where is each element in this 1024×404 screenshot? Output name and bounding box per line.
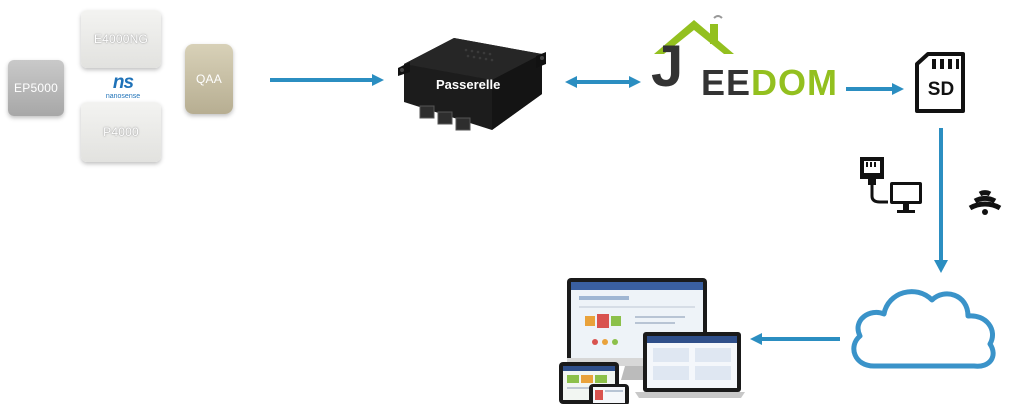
monitor-icon bbox=[870, 182, 922, 213]
jeedom-letter-j: J bbox=[651, 34, 684, 99]
jeedom-house-icon bbox=[654, 15, 734, 54]
sensor-e4000ng: E4000NG bbox=[81, 10, 161, 68]
wifi-icon bbox=[968, 190, 1002, 215]
arrow-jeedom-to-sd bbox=[846, 83, 904, 95]
arrow-sensors-to-gateway bbox=[270, 74, 384, 86]
sd-card-icon bbox=[915, 52, 965, 113]
jeedom-text-ee: EE bbox=[701, 62, 752, 103]
nanosense-logo-text: nanosense bbox=[105, 93, 141, 100]
nanosense-logo: ns nanosense bbox=[98, 72, 148, 104]
arrow-gateway-jeedom bbox=[565, 76, 641, 88]
cloud-icon bbox=[851, 289, 996, 369]
sensor-qaa-label: QAA bbox=[196, 72, 222, 86]
devices-icon bbox=[559, 278, 745, 404]
jeedom-text-dom: DOM bbox=[751, 62, 839, 103]
sensor-e4000ng-label: E4000NG bbox=[93, 32, 149, 46]
jeedom-text: EEDOM bbox=[701, 64, 838, 102]
sensor-p4000: P4000 bbox=[81, 102, 161, 162]
sensor-ep5000: EP5000 bbox=[8, 60, 64, 116]
arrow-sd-to-cloud bbox=[934, 128, 948, 273]
sensor-p4000-label: P4000 bbox=[103, 125, 139, 139]
sd-card-label: SD bbox=[927, 79, 955, 100]
nanosense-logo-mark: ns bbox=[112, 72, 134, 93]
gateway-box bbox=[398, 38, 546, 131]
sensor-qaa: QAA bbox=[185, 44, 233, 114]
arrow-cloud-to-devices bbox=[750, 333, 840, 345]
sensor-ep5000-label: EP5000 bbox=[14, 81, 58, 95]
gateway-label: Passerelle bbox=[436, 77, 501, 92]
